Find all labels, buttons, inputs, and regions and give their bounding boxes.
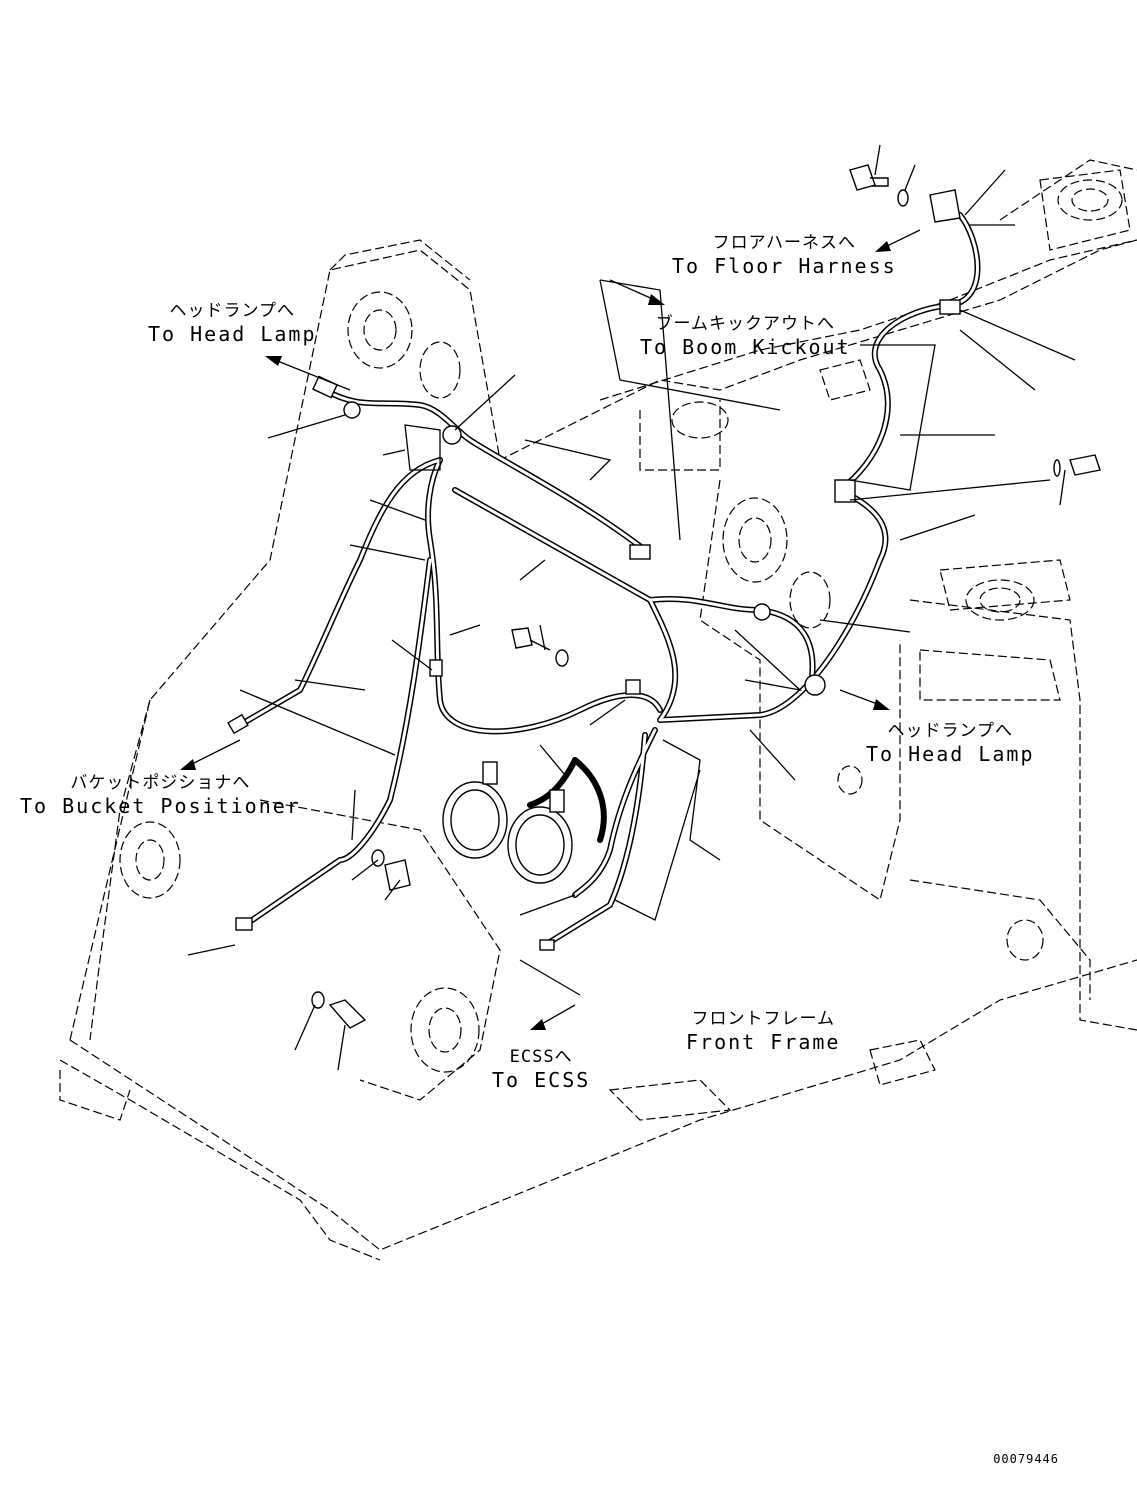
label-to-bucket-positioner-jp: バケットポジショナへ xyxy=(70,773,251,793)
label-to-floor-harness-en: To Floor Harness xyxy=(672,254,897,278)
leader-lines xyxy=(187,144,1076,1071)
label-to-floor-harness-jp: フロアハーネスへ xyxy=(712,233,856,253)
horn-pair xyxy=(442,761,573,884)
label-to-head-lamp-left-en: To Head Lamp xyxy=(148,322,317,346)
label-to-head-lamp-left: ヘッドランプへ To Head Lamp xyxy=(148,300,317,346)
label-to-ecss: ECSSへ To ECSS xyxy=(492,1046,590,1092)
hardware-bolts xyxy=(311,164,1101,1029)
label-to-bucket-positioner: バケットポジショナへ To Bucket Positioner xyxy=(20,772,301,818)
frame-bosses xyxy=(119,179,1123,1073)
label-to-head-lamp-right: ヘッドランプへ To Head Lamp xyxy=(866,720,1035,766)
label-to-boom-kickout-en: To Boom Kickout xyxy=(640,335,851,359)
label-to-bucket-positioner-en: To Bucket Positioner xyxy=(20,794,301,818)
direction-arrows xyxy=(180,229,921,1030)
label-front-frame-jp: フロントフレーム xyxy=(691,1009,835,1029)
label-to-boom-kickout-jp: ブームキックアウトへ xyxy=(655,314,836,334)
label-to-ecss-jp: ECSSへ xyxy=(509,1047,573,1067)
document-number: 00079446 xyxy=(993,1452,1059,1466)
label-front-frame-en: Front Frame xyxy=(686,1030,841,1054)
label-front-frame: フロントフレーム Front Frame xyxy=(686,1008,840,1054)
label-to-head-lamp-right-jp: ヘッドランプへ xyxy=(887,721,1013,741)
label-to-head-lamp-right-en: To Head Lamp xyxy=(866,742,1035,766)
connectors xyxy=(227,299,961,951)
wire-harness xyxy=(237,212,981,948)
label-to-ecss-en: To ECSS xyxy=(492,1068,591,1092)
label-to-head-lamp-left-jp: ヘッドランプへ xyxy=(169,301,295,321)
label-to-boom-kickout: ブームキックアウトへ To Boom Kickout xyxy=(640,313,851,359)
label-to-floor-harness: フロアハーネスへ To Floor Harness xyxy=(672,232,897,278)
